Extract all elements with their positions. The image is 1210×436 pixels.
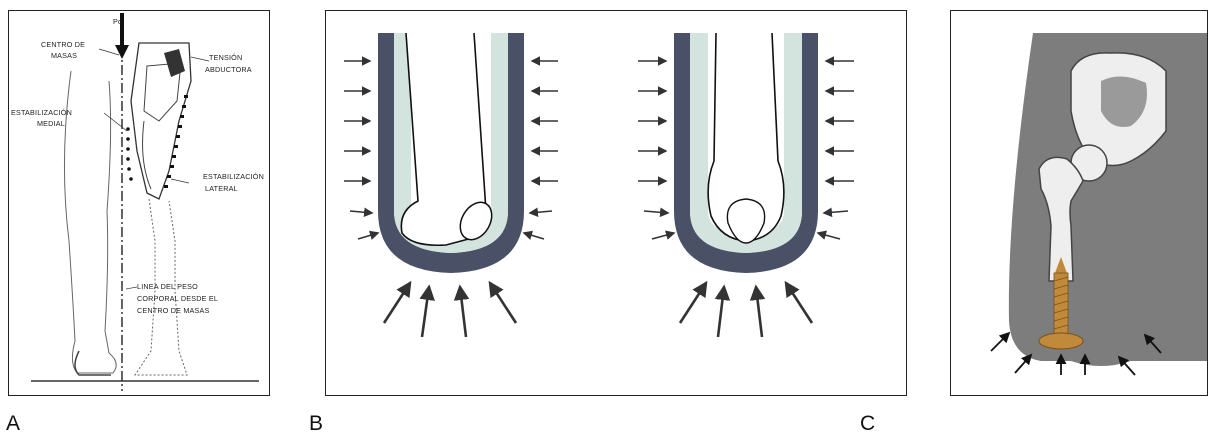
leader-tension: [191, 57, 209, 61]
label-linea-3: CENTRO DE MASAS: [137, 306, 210, 315]
label-centro-2: MASAS: [51, 51, 77, 60]
pressure-arrows-right-bottom: [680, 283, 812, 337]
label-estab-lateral-2: LATERAL: [205, 184, 238, 193]
screw-head: [1039, 333, 1083, 349]
panel-label-b: B: [309, 412, 323, 436]
leader-medial: [104, 113, 127, 131]
screw-shaft: [1054, 273, 1068, 339]
label-centro-1: CENTRO DE: [41, 40, 85, 49]
socket-left: [378, 33, 524, 273]
label-linea-2: CORPORAL DESDE EL: [137, 294, 218, 303]
panel-a-drawing: Pc CENTRO DE MASAS TENSIÓN ABDUCTORA EST…: [9, 11, 270, 396]
label-estab-medial-2: MEDIAL: [37, 119, 65, 128]
panel-c-image: [950, 10, 1208, 396]
leader-linea: [126, 287, 137, 289]
panel-c-drawing: [951, 11, 1208, 396]
medial-stabilization-marks: [126, 127, 133, 181]
socket-right: [674, 33, 818, 273]
label-tension-1: TENSIÓN: [209, 53, 242, 62]
pc-arrow-head: [115, 45, 129, 59]
label-tension-2: ABDUCTORA: [205, 65, 252, 74]
panel-b-diagram: [325, 10, 907, 396]
panel-label-c: C: [860, 412, 875, 436]
label-estab-medial-1: ESTABILIZACIÓN: [11, 108, 72, 117]
abductor-mass: [164, 49, 185, 77]
leader-centro: [99, 49, 119, 55]
pressure-arrows-left-bottom: [384, 283, 516, 337]
sound-foot: [75, 351, 111, 375]
label-linea-1: LINEA DEL PESO: [137, 282, 198, 291]
panel-a-diagram: Pc CENTRO DE MASAS TENSIÓN ABDUCTORA EST…: [8, 10, 270, 396]
label-estab-lateral-1: ESTABILIZACIÓN: [203, 172, 264, 181]
leader-lateral: [171, 179, 189, 183]
label-pc: Pc: [113, 17, 122, 26]
panel-label-a: A: [6, 412, 20, 436]
panel-b-drawing: [326, 11, 907, 396]
